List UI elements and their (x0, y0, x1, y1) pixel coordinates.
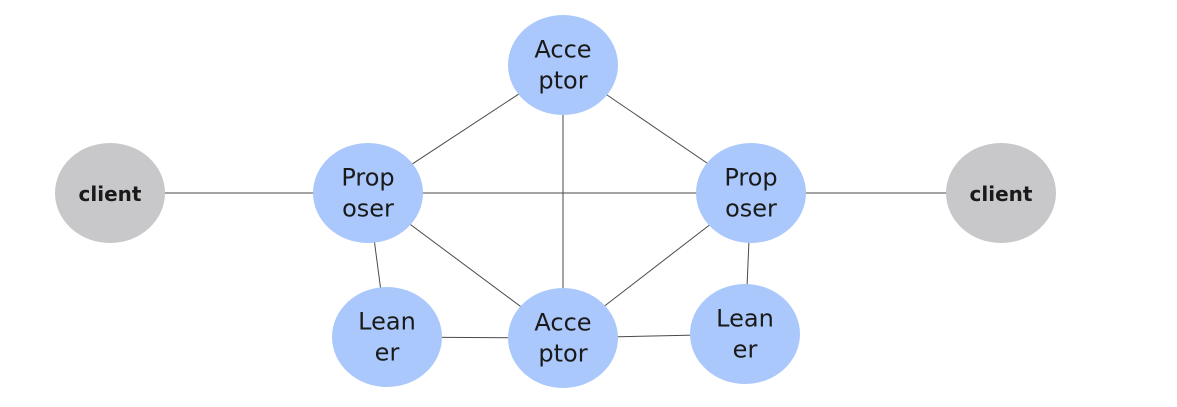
node-acceptor-top-label-line-1: Acce (534, 36, 591, 64)
node-acceptor-bottom-label-line-1: Acce (534, 309, 591, 337)
node-learner-left-label-line-1: Lean (358, 308, 416, 336)
node-proposer-right-label-line-1: Prop (724, 164, 777, 192)
node-proposer-right-label-line-2: oser (725, 195, 777, 223)
node-proposer-left-label-line-1: Prop (341, 164, 394, 192)
node-client-right-shape (946, 143, 1056, 243)
node-acceptor-top-shape (508, 15, 618, 115)
node-client-right: client (946, 143, 1056, 243)
node-learner-right-label-line-2: er (733, 336, 758, 364)
node-client-left-shape (55, 143, 165, 243)
node-learner-left-label-line-2: er (375, 339, 400, 367)
node-proposer-right-shape (696, 143, 806, 243)
node-acceptor-bottom: Acce ptor (508, 288, 618, 388)
node-client-left-label-line-1: client (79, 182, 142, 206)
node-acceptor-bottom-label-line-2: ptor (538, 340, 587, 368)
node-client-right-label-line-1: client (970, 182, 1033, 206)
node-acceptor-top-label-line-2: ptor (538, 67, 587, 95)
node-proposer-left-shape (313, 143, 423, 243)
node-proposer-right: Prop oser (696, 143, 806, 243)
node-acceptor-bottom-shape (508, 288, 618, 388)
node-learner-left: Lean er (332, 287, 442, 387)
node-acceptor-top: Acce ptor (508, 15, 618, 115)
node-proposer-left-label-line-2: oser (342, 195, 394, 223)
node-learner-right-label-line-1: Lean (716, 305, 774, 333)
node-client-left: client (55, 143, 165, 243)
node-learner-right: Lean er (690, 284, 800, 384)
node-learner-left-shape (332, 287, 442, 387)
node-learner-right-shape (690, 284, 800, 384)
node-proposer-left: Prop oser (313, 143, 423, 243)
